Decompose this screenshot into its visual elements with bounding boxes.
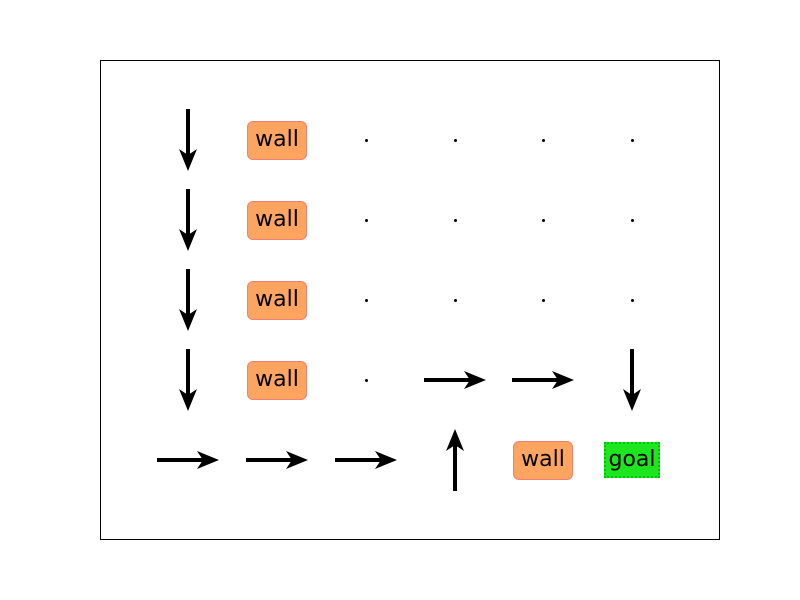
empty-dot (630, 298, 634, 302)
empty-dot (541, 298, 545, 302)
empty-dot (541, 138, 545, 142)
wall-label: wall (247, 120, 307, 160)
grid-cell (144, 420, 232, 500)
arrow-right-icon (246, 451, 308, 469)
grid-cell (322, 260, 410, 340)
grid-cell (144, 260, 232, 340)
wall-label: wall (247, 360, 307, 400)
grid-cell: wall (233, 340, 321, 420)
empty-dot (453, 138, 457, 142)
grid-cell (144, 100, 232, 180)
grid-cell: wall (233, 260, 321, 340)
grid-frame (100, 60, 720, 540)
arrow-down-icon (179, 269, 197, 331)
grid-cell (322, 100, 410, 180)
grid-cell (322, 180, 410, 260)
arrow-down-icon (179, 109, 197, 171)
grid-cell (499, 100, 587, 180)
empty-dot (364, 298, 368, 302)
arrow-right-icon (424, 371, 486, 389)
arrow-down-icon (623, 349, 641, 411)
grid-cell (411, 420, 499, 500)
grid-cell (233, 420, 321, 500)
grid-cell (411, 340, 499, 420)
grid-cell (499, 260, 587, 340)
wall-label: wall (513, 440, 573, 480)
grid-cell (588, 260, 676, 340)
grid-cell: wall (499, 420, 587, 500)
wall-label: wall (247, 280, 307, 320)
arrow-right-icon (157, 451, 219, 469)
grid-cell (588, 340, 676, 420)
grid-cell: wall (233, 100, 321, 180)
grid-cell (322, 340, 410, 420)
arrow-right-icon (512, 371, 574, 389)
wall-label: wall (247, 200, 307, 240)
empty-dot (364, 138, 368, 142)
empty-dot (630, 138, 634, 142)
empty-dot (630, 218, 634, 222)
grid-cell: wall (233, 180, 321, 260)
arrow-up-icon (446, 429, 464, 491)
empty-dot (364, 218, 368, 222)
grid-cell: goal (588, 420, 676, 500)
empty-dot (453, 218, 457, 222)
grid-cell (499, 340, 587, 420)
grid-cell (411, 260, 499, 340)
grid-cell (144, 180, 232, 260)
empty-dot (453, 298, 457, 302)
arrow-down-icon (179, 189, 197, 251)
empty-dot (541, 218, 545, 222)
grid-cell (411, 100, 499, 180)
goal-label: goal (604, 442, 660, 478)
grid-cell (588, 100, 676, 180)
arrow-right-icon (335, 451, 397, 469)
empty-dot (364, 378, 368, 382)
grid-cell (499, 180, 587, 260)
arrow-down-icon (179, 349, 197, 411)
grid-cell (144, 340, 232, 420)
grid-cell (588, 180, 676, 260)
grid-cell (411, 180, 499, 260)
grid-cell (322, 420, 410, 500)
